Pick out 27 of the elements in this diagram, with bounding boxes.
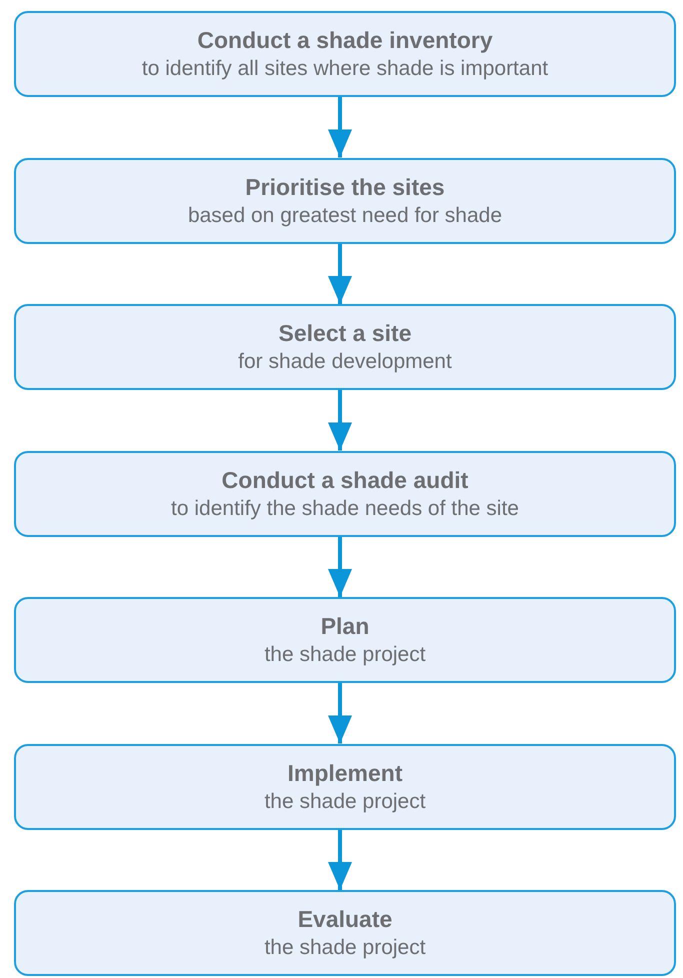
- step-description: the shade project: [264, 788, 426, 814]
- arrow: [328, 390, 352, 450]
- step-description: based on greatest need for shade: [188, 202, 502, 228]
- process-box: [14, 890, 676, 976]
- arrow: [328, 97, 352, 158]
- arrow: [328, 536, 352, 597]
- arrow: [328, 244, 352, 304]
- step-title: Conduct a shade inventory: [197, 26, 493, 55]
- process-box: [14, 304, 676, 390]
- step-title: Conduct a shade audit: [222, 466, 468, 494]
- step-description: the shade project: [264, 935, 426, 961]
- process-box: [14, 450, 676, 536]
- process-box: [14, 744, 676, 830]
- arrow: [328, 830, 352, 890]
- step-description: for shade development: [238, 349, 452, 375]
- step-title: Evaluate: [298, 905, 392, 934]
- arrow: [328, 683, 352, 744]
- step-description: to identify the shade needs of the site: [171, 496, 519, 522]
- step-title: Select a site: [278, 319, 412, 348]
- step-title: Plan: [320, 612, 370, 641]
- step-description: the shade project: [264, 642, 426, 668]
- step-description: to identify all sites where shade is important: [142, 56, 548, 82]
- process-box: [14, 597, 676, 683]
- step-title: Implement: [287, 758, 403, 788]
- step-title: Prioritise the sites: [245, 172, 445, 202]
- process-box: [14, 11, 676, 97]
- process-box: [14, 158, 676, 244]
